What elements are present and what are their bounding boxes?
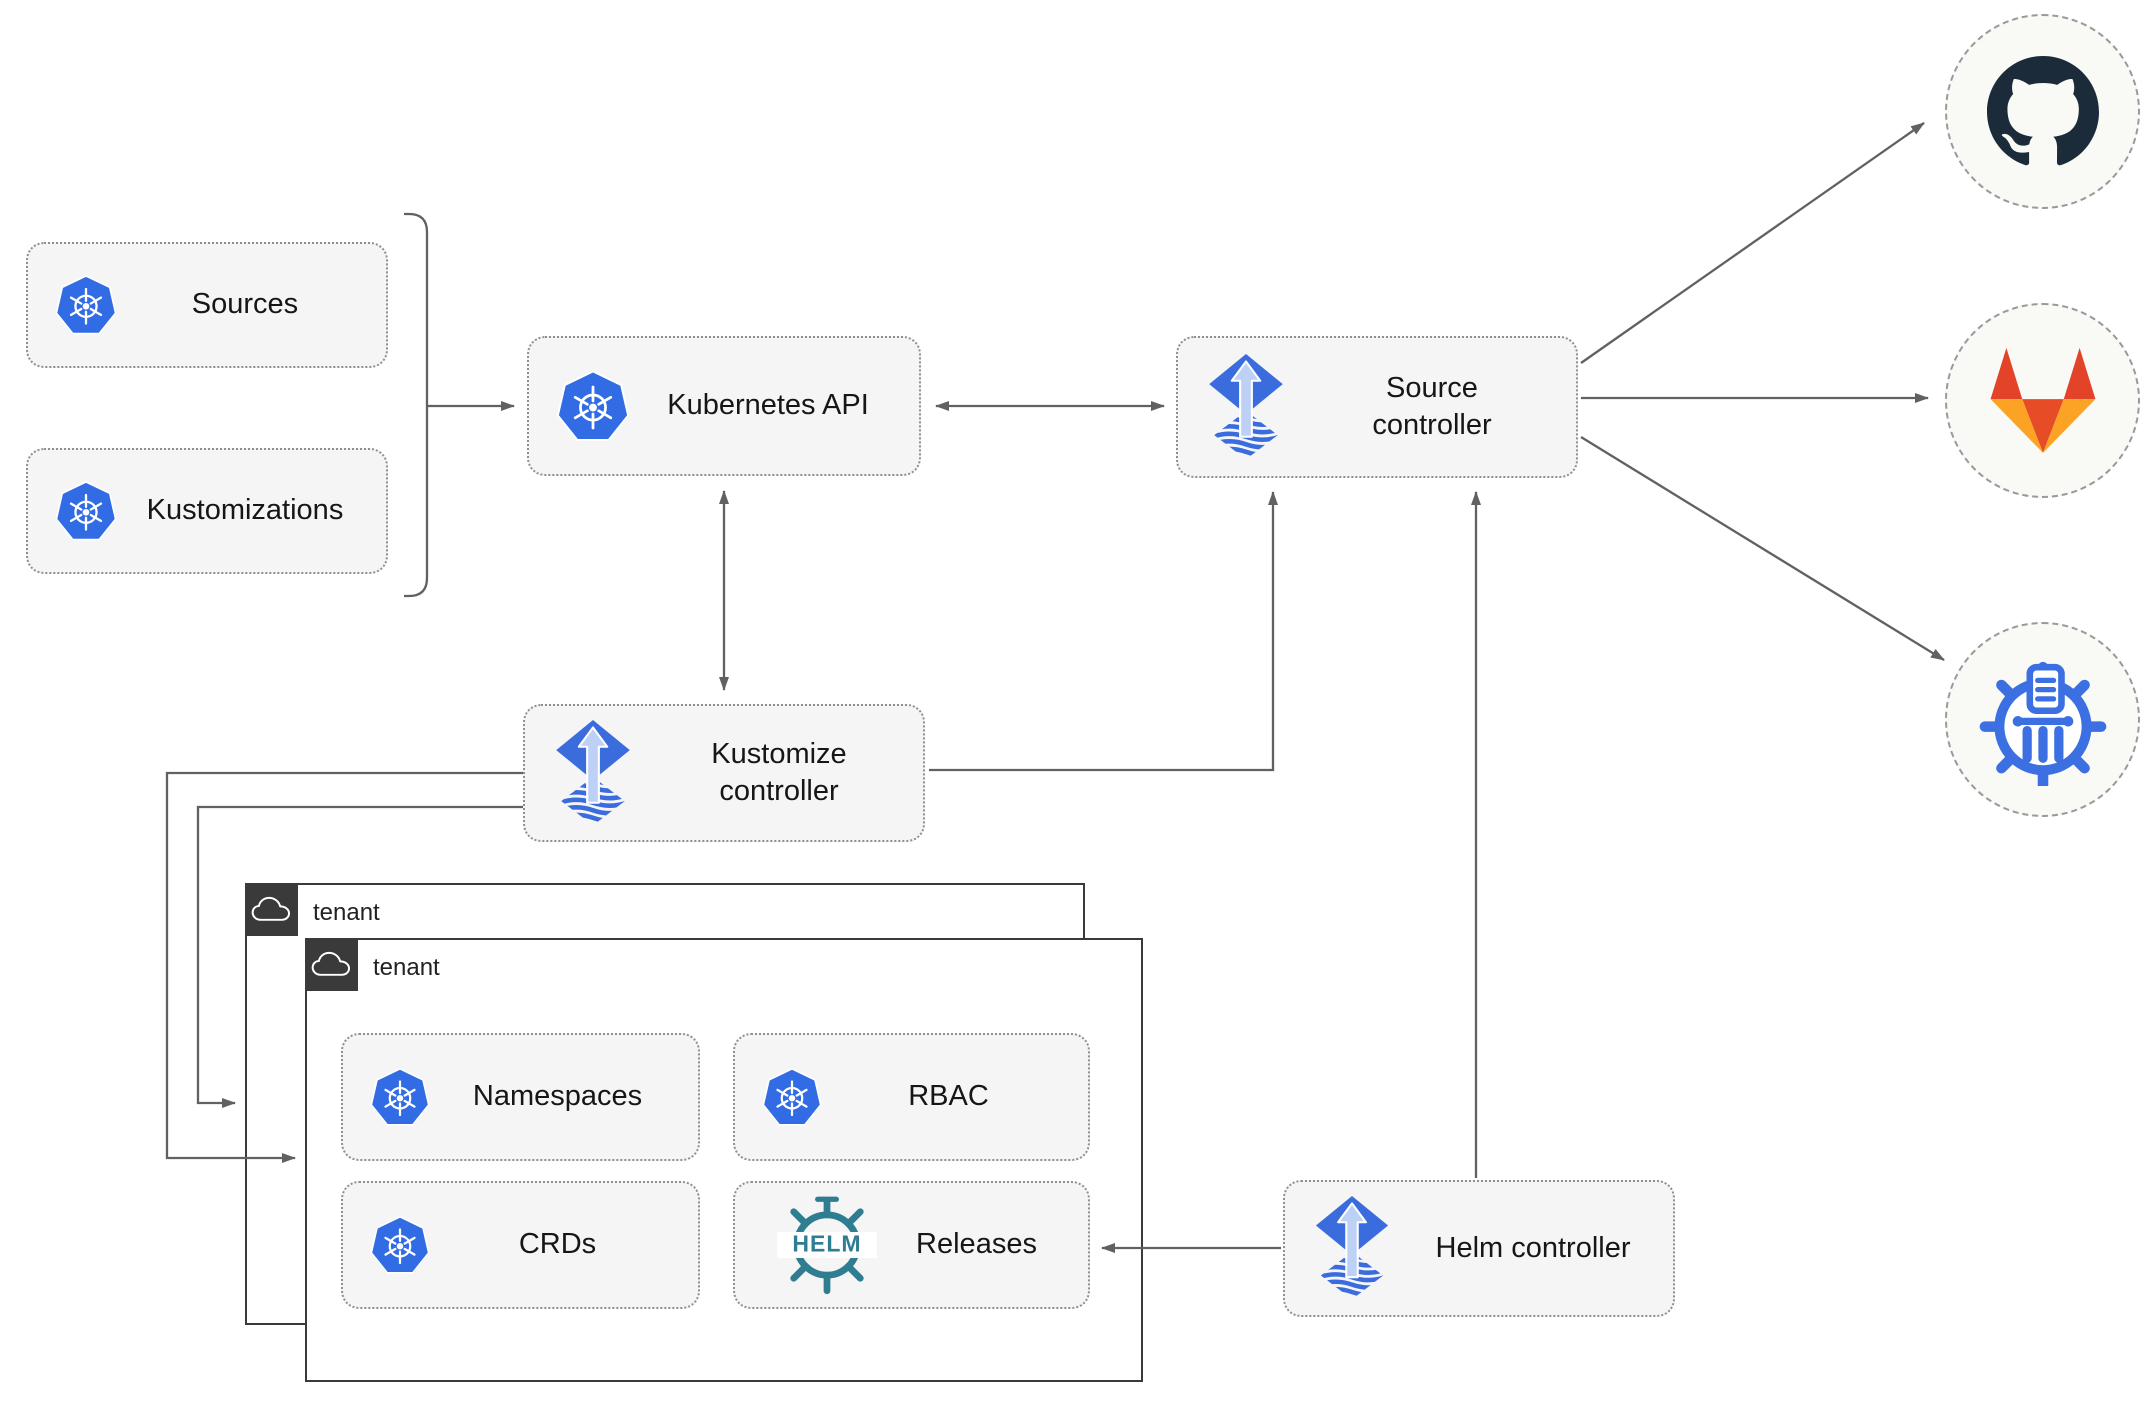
- node-helm-controller-label: Helm controller: [1435, 1231, 1631, 1264]
- tenant-back-label: tenant: [313, 899, 380, 926]
- endpoint-github: [1945, 14, 2140, 209]
- bracket-sources-group: [404, 212, 429, 598]
- node-kustomizations-label: Kustomizations: [146, 494, 344, 527]
- kubernetes-icon: [369, 1066, 431, 1128]
- node-kubernetes-api: Kubernetes API: [527, 336, 921, 476]
- node-crds: CRDs: [341, 1181, 700, 1309]
- node-kustomize-controller-label: Kustomize controller: [711, 737, 847, 807]
- node-helm-controller: Helm controller: [1283, 1180, 1675, 1317]
- node-releases-label: Releases: [916, 1228, 1037, 1261]
- flux-icon: [1311, 1196, 1393, 1301]
- endpoint-chartmuseum: [1945, 622, 2140, 817]
- cloud-icon: [311, 951, 351, 976]
- tenant-front-label: tenant: [373, 954, 440, 981]
- helm-wheel-icon: HELM: [775, 1193, 879, 1297]
- node-source-controller: Source controller: [1176, 336, 1578, 478]
- kubernetes-icon: [54, 273, 118, 337]
- chartmuseum-icon: [1977, 654, 2109, 786]
- tenant-front-header: [304, 937, 358, 991]
- endpoint-gitlab: [1945, 303, 2140, 498]
- kubernetes-icon: [54, 479, 118, 543]
- tenant-back-header: [244, 882, 298, 936]
- node-kustomizations: Kustomizations: [26, 448, 388, 574]
- flux-icon: [551, 720, 635, 827]
- kubernetes-icon: [555, 368, 631, 444]
- github-icon: [1986, 55, 2099, 165]
- node-kustomize-controller: Kustomize controller: [523, 704, 925, 842]
- flux-icon: [1204, 354, 1288, 461]
- node-source-controller-label: Source controller: [1372, 371, 1492, 441]
- node-rbac-label: RBAC: [908, 1080, 989, 1113]
- edge-source-controller-to-chartmuseum: [1580, 436, 1945, 661]
- kubernetes-icon: [369, 1214, 431, 1276]
- node-crds-label: CRDs: [518, 1228, 597, 1261]
- node-namespaces: Namespaces: [341, 1033, 700, 1161]
- gitlab-icon: [1990, 347, 2095, 453]
- helm-wordmark: HELM: [792, 1230, 862, 1257]
- node-namespaces-label: Namespaces: [472, 1080, 643, 1113]
- node-releases: HELM Releases: [733, 1181, 1090, 1309]
- node-kubernetes-api-label: Kubernetes API: [667, 389, 869, 422]
- node-rbac: RBAC: [733, 1033, 1090, 1161]
- edge-kustomize-controller-to-source-controller: [929, 491, 1278, 772]
- node-sources: Sources: [26, 242, 388, 368]
- kubernetes-icon: [761, 1066, 823, 1128]
- edge-source-controller-to-github: [1580, 122, 1925, 364]
- cloud-icon: [251, 896, 291, 921]
- node-sources-label: Sources: [191, 288, 299, 321]
